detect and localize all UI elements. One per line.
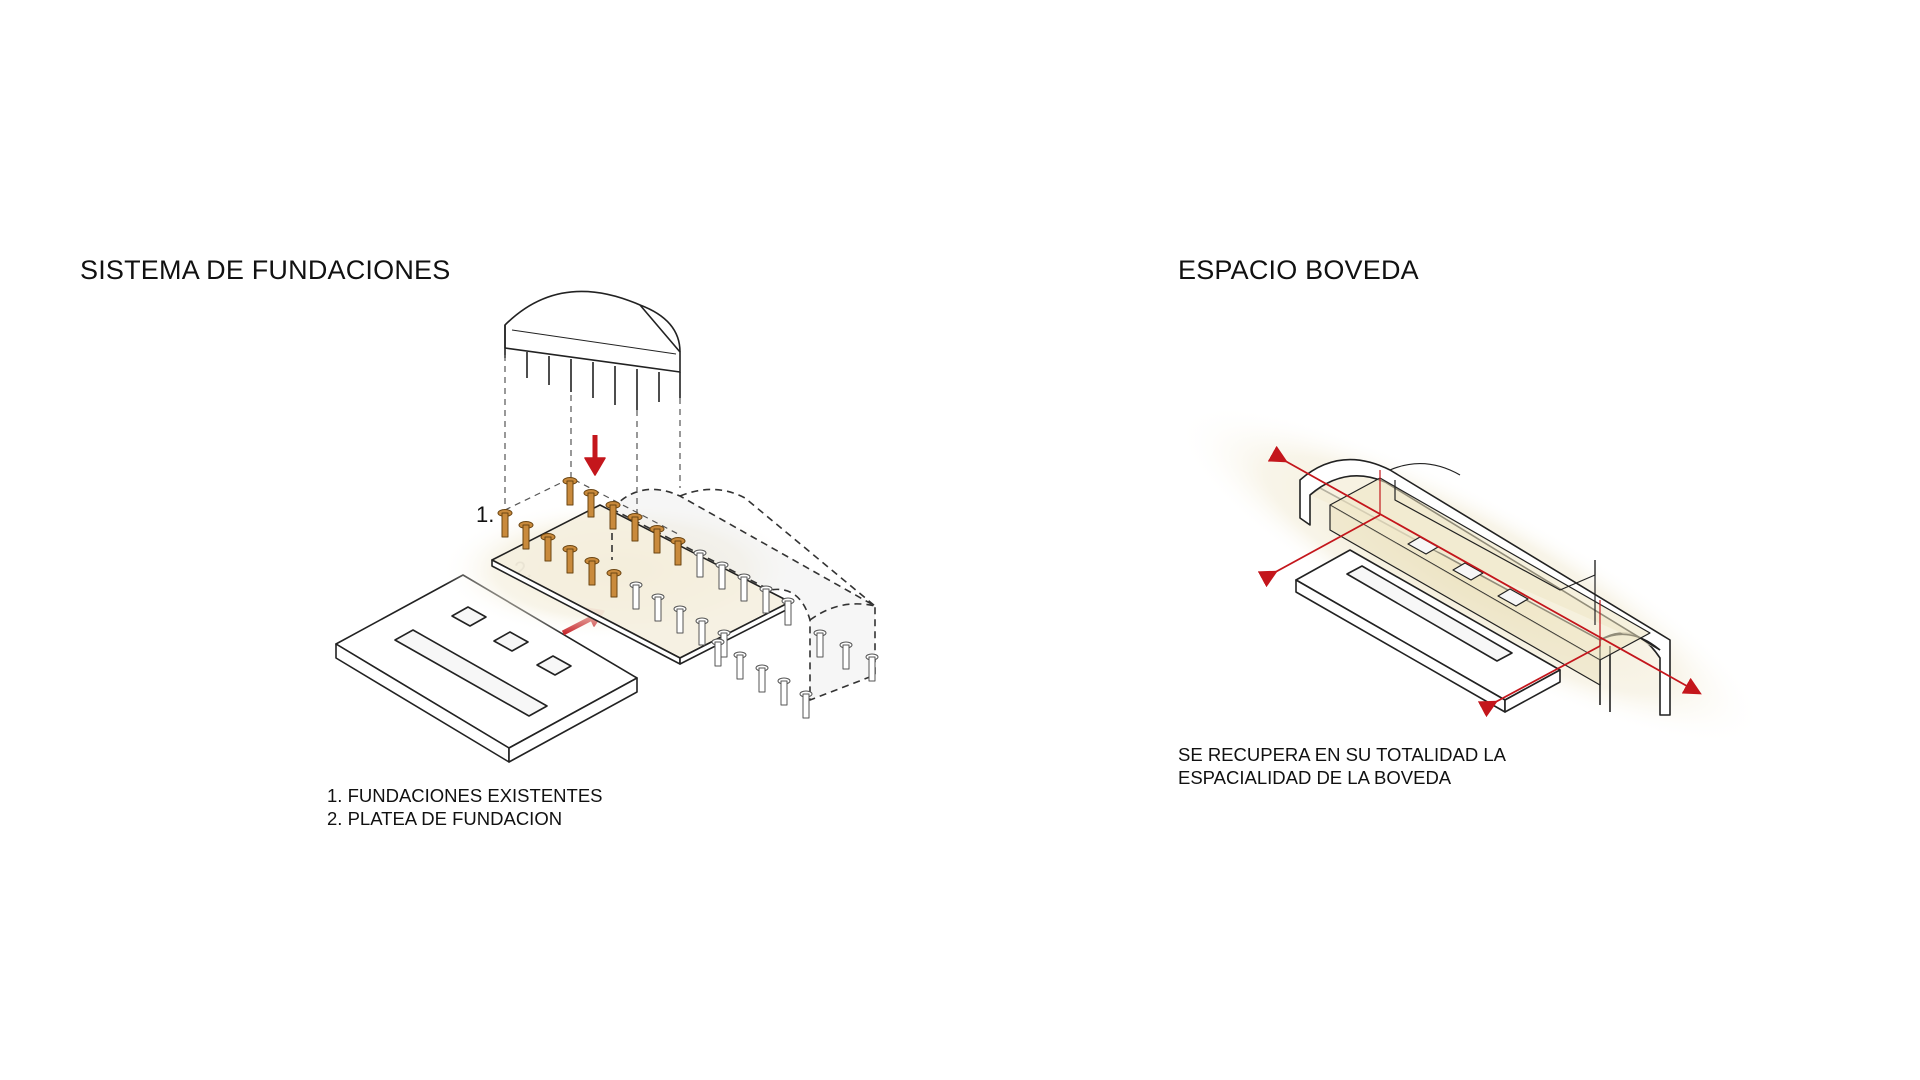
remaining-piles (629, 549, 879, 719)
pile (518, 521, 534, 550)
pile (711, 638, 725, 667)
title-sistema-de-fundaciones: SISTEMA DE FUNDACIONES (80, 255, 451, 285)
pile (497, 509, 513, 538)
insert-arrow-vertical (584, 435, 606, 476)
arrow-longitudinal (1267, 445, 1702, 695)
pile (755, 664, 769, 693)
caption-espacialidad: SE RECUPERA EN SU TOTALIDAD LA ESPACIALI… (1178, 743, 1506, 789)
pile (583, 489, 599, 518)
pile (627, 513, 643, 542)
pile (651, 593, 665, 622)
legend: 1. FUNDACIONES EXISTENTES 2. PLATEA DE F… (327, 784, 603, 830)
pile (759, 585, 773, 614)
foundation-diagram (335, 290, 879, 763)
label-fundaciones-existentes-number: 1. (476, 502, 495, 527)
existing-piles (497, 477, 686, 598)
vault-space-diagram (1176, 405, 1764, 745)
pile (695, 617, 709, 646)
arrow-transverse-2 (1477, 645, 1601, 718)
pile (839, 641, 853, 670)
pile (540, 533, 556, 562)
pile (781, 597, 795, 626)
pile (813, 629, 827, 658)
pile (584, 557, 600, 586)
pile (629, 581, 643, 610)
legend-item-1: 1. FUNDACIONES EXISTENTES (327, 785, 603, 806)
pile (693, 549, 707, 578)
pile (673, 605, 687, 634)
pile (777, 677, 791, 706)
pile (733, 651, 747, 680)
pile (670, 537, 686, 566)
pile (562, 545, 578, 574)
pile (562, 477, 578, 506)
caption-line-2: ESPACIALIDAD DE LA BOVEDA (1178, 767, 1452, 788)
pile (737, 573, 751, 602)
pile (715, 561, 729, 590)
legend-item-2: 2. PLATEA DE FUNDACION (327, 808, 563, 829)
caption-line-1: SE RECUPERA EN SU TOTALIDAD LA (1178, 744, 1506, 765)
title-espacio-boveda: ESPACIO BOVEDA (1178, 255, 1419, 285)
vault-roof (504, 290, 681, 410)
arrow-transverse (1257, 514, 1381, 588)
projection-lines (504, 355, 681, 540)
pile (799, 690, 813, 719)
spatial-arrows (1257, 445, 1702, 718)
pile (605, 501, 621, 530)
existing-slab (335, 574, 638, 763)
pile (649, 525, 665, 554)
pile (606, 569, 622, 598)
platea-slab (491, 504, 791, 665)
pile (865, 653, 879, 682)
